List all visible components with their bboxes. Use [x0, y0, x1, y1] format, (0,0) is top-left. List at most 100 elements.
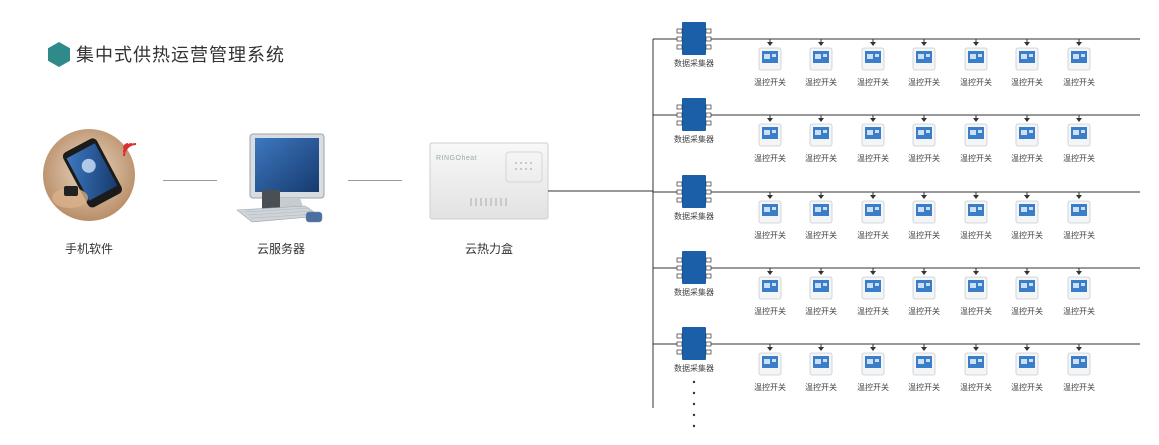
- thermostat-label: 温控开关: [960, 77, 992, 87]
- thermostat-icon: [861, 192, 885, 224]
- cloudbox-label: 云热力盒: [464, 242, 513, 256]
- data-collector-icon: [676, 175, 712, 208]
- thermostat-label: 温控开关: [960, 230, 992, 240]
- thermostat-label: 温控开关: [1011, 230, 1043, 240]
- thermostat-label: 温控开关: [754, 382, 786, 392]
- thermostat-label: 温控开关: [1063, 153, 1095, 163]
- thermostat-icon: [861, 39, 885, 71]
- collector-label: 数据采集器: [674, 58, 714, 68]
- data-collector-icon: [676, 251, 712, 284]
- collector-label: 数据采集器: [674, 211, 714, 221]
- thermostat-label: 温控开关: [908, 153, 940, 163]
- continuation-dots: [692, 380, 696, 428]
- thermostat-label: 温控开关: [960, 306, 992, 316]
- thermostat-icon: [1067, 115, 1091, 147]
- thermostat-icon: [912, 39, 936, 71]
- thermostat-icon: [809, 268, 833, 300]
- collector-label: 数据采集器: [674, 363, 714, 373]
- thermostat-icon: [809, 115, 833, 147]
- wifi-icon: [123, 143, 137, 157]
- thermostat-icon: [758, 115, 782, 147]
- thermostat-label: 温控开关: [805, 77, 837, 87]
- thermostat-label: 温控开关: [754, 77, 786, 87]
- thermostat-label: 温控开关: [805, 382, 837, 392]
- thermostat-label: 温控开关: [908, 77, 940, 87]
- thermostat-icon: [912, 344, 936, 376]
- thermostat-label: 温控开关: [908, 382, 940, 392]
- thermostat-label: 温控开关: [1011, 306, 1043, 316]
- thermostat-label: 温控开关: [857, 306, 889, 316]
- thermostat-label: 温控开关: [1063, 77, 1095, 87]
- thermostat-icon: [1015, 192, 1039, 224]
- thermostat-icon: [1015, 344, 1039, 376]
- thermostat-label: 温控开关: [908, 306, 940, 316]
- thermostat-icon: [861, 268, 885, 300]
- thermostat-icon: [809, 39, 833, 71]
- thermostat-label: 温控开关: [805, 306, 837, 316]
- svg-text:RINGOheat: RINGOheat: [436, 155, 477, 162]
- thermostat-icon: [809, 344, 833, 376]
- thermostat-label: 温控开关: [754, 230, 786, 240]
- thermostat-icon: [758, 39, 782, 71]
- thermostat-label: 温控开关: [1011, 77, 1043, 87]
- collector-label: 数据采集器: [674, 287, 714, 297]
- thermostat-icon: [758, 192, 782, 224]
- thermostat-icon: [861, 115, 885, 147]
- thermostat-icon: [964, 268, 988, 300]
- thermostat-label: 温控开关: [1011, 382, 1043, 392]
- thermostat-label: 温控开关: [857, 77, 889, 87]
- thermostat-label: 温控开关: [805, 230, 837, 240]
- thermostat-label: 温控开关: [1011, 153, 1043, 163]
- thermostat-icon: [964, 39, 988, 71]
- thermostat-icon: [912, 115, 936, 147]
- thermostat-label: 温控开关: [960, 153, 992, 163]
- thermostat-label: 温控开关: [754, 306, 786, 316]
- hexagon-icon: [48, 41, 70, 67]
- phone-label: 手机软件: [64, 242, 113, 256]
- thermostat-icon: [1067, 344, 1091, 376]
- collector-rows: 数据采集器温控开关温控开关温控开关温控开关温控开关温控开关温控开关数据采集器温控…: [653, 22, 1140, 392]
- thermostat-label: 温控开关: [1063, 230, 1095, 240]
- data-collector-icon: [676, 98, 712, 131]
- server-label: 云服务器: [256, 242, 305, 256]
- server-computer-icon: [236, 133, 325, 223]
- thermostat-label: 温控开关: [754, 153, 786, 163]
- thermostat-icon: [912, 192, 936, 224]
- phone-app-icon: [43, 129, 135, 221]
- server-cloudbox-link: [348, 180, 402, 181]
- thermostat-label: 温控开关: [857, 382, 889, 392]
- thermostat-icon: [1067, 192, 1091, 224]
- collector-row: 数据采集器温控开关温控开关温控开关温控开关温控开关温控开关温控开关: [653, 251, 1140, 316]
- thermostat-icon: [964, 115, 988, 147]
- page-title: 集中式供热运营管理系统: [76, 45, 285, 65]
- thermostat-icon: [1015, 268, 1039, 300]
- phone-server-link: [163, 180, 217, 181]
- thermostat-label: 温控开关: [960, 382, 992, 392]
- diagram-title: 集中式供热运营管理系统: [48, 40, 285, 68]
- data-collector-icon: [676, 327, 712, 360]
- thermostat-label: 温控开关: [857, 153, 889, 163]
- thermostat-label: 温控开关: [857, 230, 889, 240]
- thermostat-icon: [964, 192, 988, 224]
- thermostat-icon: [1015, 115, 1039, 147]
- thermostat-icon: [1067, 268, 1091, 300]
- thermostat-label: 温控开关: [908, 230, 940, 240]
- thermostat-icon: [758, 344, 782, 376]
- thermostat-icon: [912, 268, 936, 300]
- thermostat-label: 温控开关: [1063, 382, 1095, 392]
- cloud-heat-box-icon: RINGOheat: [429, 142, 549, 220]
- thermostat-icon: [861, 344, 885, 376]
- thermostat-icon: [964, 344, 988, 376]
- thermostat-icon: [1067, 39, 1091, 71]
- thermostat-icon: [1015, 39, 1039, 71]
- thermostat-icon: [758, 268, 782, 300]
- thermostat-icon: [809, 192, 833, 224]
- thermostat-label: 温控开关: [805, 153, 837, 163]
- data-collector-icon: [676, 22, 712, 55]
- collector-label: 数据采集器: [674, 134, 714, 144]
